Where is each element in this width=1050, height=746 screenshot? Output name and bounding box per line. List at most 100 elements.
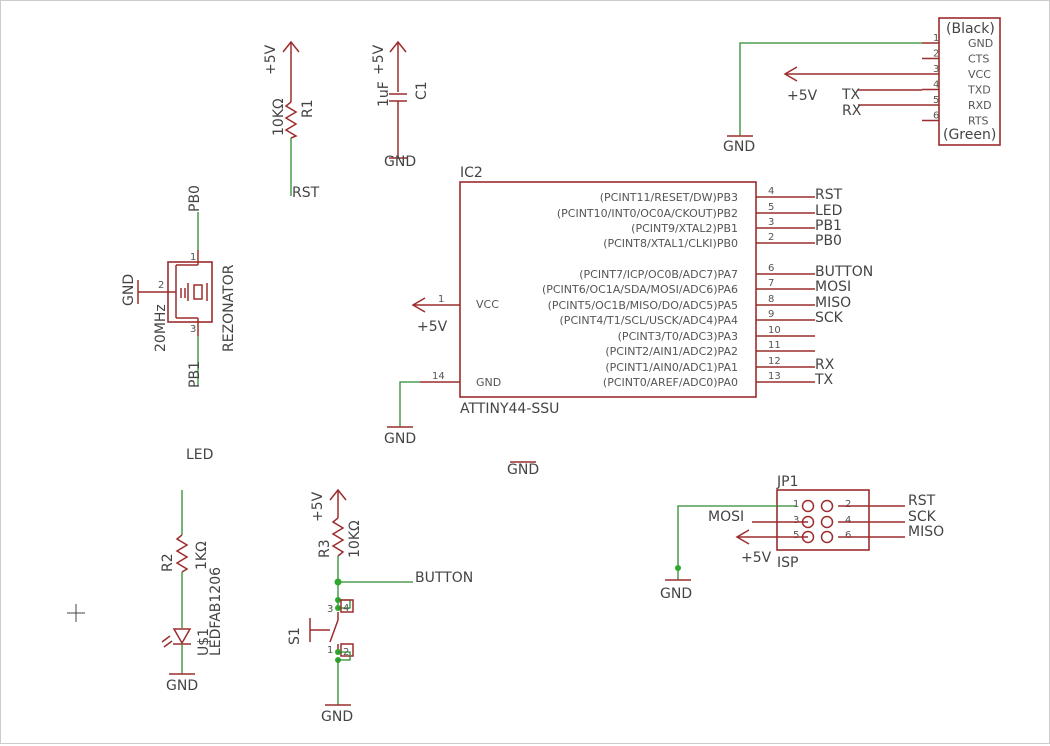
button-net-label: BUTTON (415, 570, 473, 586)
ic2-pin-label: (PCINT11/RESET/DW)PB3 (600, 191, 738, 204)
ftdi-supply: +5V (787, 88, 818, 104)
r3-value: 10KΩ (347, 520, 363, 558)
ftdi-pin-num: 4 (933, 80, 939, 91)
ic2-pin-num: 5 (768, 202, 774, 213)
s1-pin4: 4 (343, 603, 349, 614)
button-group[interactable]: +5V R3 10KΩ BUTTON 3 4 1 2 S1 GND (287, 488, 473, 725)
ic2-pin-label: (PCINT2/AIN1/ADC2)PA2 (605, 345, 738, 358)
ic2-name: IC2 (460, 165, 483, 181)
resonator-group[interactable]: PB0 GND 1 2 3 PB1 20MHz REZONATOR (121, 185, 237, 388)
ic2-pin-label: (PCINT8/XTAL1/CLKI)PB0 (603, 237, 738, 250)
jp1-miso: MISO (908, 524, 944, 540)
ftdi-pin-num: 6 (933, 111, 939, 122)
button-gnd: GND (321, 709, 353, 725)
jp1-pin-pad (820, 499, 834, 513)
jp1-pin-num: 2 (845, 499, 851, 510)
ftdi-pin-name: GND (968, 37, 993, 50)
ic2-pin-num: 11 (768, 340, 781, 351)
resonator-pin3: 3 (190, 324, 196, 335)
resonator-freq: 20MHz (153, 304, 169, 352)
ic2-pin-num: 9 (768, 309, 774, 320)
ic2-pin-num: 2 (768, 232, 774, 243)
jp1-pin-num: 1 (793, 499, 799, 510)
ftdi-tx-label: TX (841, 87, 861, 103)
ic2-pin-label: (PCINT0/AREF/ADC0)PA0 (603, 376, 738, 389)
ic2-pin-num: 10 (768, 325, 781, 336)
r1-resistor-symbol (284, 101, 298, 139)
ftdi-top-label: (Black) (946, 21, 995, 37)
resonator-bottom-net: PB1 (187, 361, 203, 388)
ic2-gnd-net: GND (384, 431, 416, 447)
ftdi-pin-num: 2 (933, 49, 939, 60)
jp1-pin-num: 4 (845, 515, 851, 526)
jp1-part: ISP (777, 555, 798, 571)
ic2-pin-net: SCK (815, 310, 844, 326)
ic2-pin-net: PB0 (815, 233, 842, 249)
ftdi-pin-num: 1 (933, 33, 939, 44)
led-part: LEDFAB1206 (208, 567, 224, 656)
ic2-supply: +5V (417, 319, 448, 335)
jp1-sck: SCK (908, 509, 937, 525)
jp1-pin-num: 5 (793, 530, 799, 541)
jp1-pin-num: 6 (845, 530, 851, 541)
s1-pin3: 3 (327, 604, 333, 615)
resonator-top-net: PB0 (187, 185, 203, 212)
r1-supply: +5V (263, 44, 279, 75)
ic2-pin-net: LED (815, 203, 842, 219)
ic2-pin-label: (PCINT6/OC1A/SDA/MOSI/ADC6)PA6 (542, 283, 738, 296)
resonator-pin2: 2 (158, 280, 164, 291)
ic2-pin-num: 4 (768, 186, 774, 197)
resonator-gnd: GND (121, 274, 137, 306)
jp1-rst: RST (908, 493, 936, 509)
r1-name: R1 (300, 99, 316, 118)
cursor-crosshair-icon (67, 604, 85, 622)
ftdi-pin-num: 5 (933, 95, 939, 106)
jp1-pin-pad (820, 515, 834, 529)
ftdi-pin-name: VCC (968, 68, 991, 81)
r3-supply: +5V (310, 491, 326, 522)
s1-pin2: 2 (343, 647, 349, 658)
ftdi-pin-name: RTS (968, 115, 989, 128)
ic2-pin-num: 6 (768, 263, 774, 274)
c1-gnd: GND (384, 154, 416, 170)
led-name: U$1 (196, 628, 212, 656)
ic2-pin-num: 8 (768, 294, 774, 305)
ic2-pin-num: 12 (768, 356, 781, 367)
ic2-pin-net: PB1 (815, 218, 842, 234)
ftdi-pin-name: TXD (967, 84, 991, 97)
jp1-pin-pad (801, 499, 815, 513)
r1-group[interactable]: +5V 10KΩ R1 RST (263, 40, 320, 201)
ic2-part: ATTINY44-SSU (460, 401, 559, 417)
ic2-gnd-pin-num: 14 (432, 371, 445, 382)
c1-name: C1 (414, 81, 430, 100)
s1-name: S1 (287, 627, 303, 645)
resonator-pin1: 1 (190, 252, 196, 263)
r1-value: 10KΩ (271, 98, 287, 136)
ftdi-rx-label: RX (842, 103, 862, 119)
jp1-pin-pad (820, 530, 834, 544)
ftdi-pin-num: 3 (933, 64, 939, 75)
jp1-mosi: MOSI (708, 509, 744, 525)
ftdi-bottom-label: (Green) (943, 127, 996, 143)
r1-net-label: RST (292, 185, 320, 201)
s1-pin1: 1 (327, 645, 333, 656)
ic2-pin-num: 7 (768, 278, 774, 289)
ic2-pin-net: BUTTON (815, 264, 873, 280)
ftdi-pin-name: RXD (968, 99, 992, 112)
c1-group[interactable]: +5V 1uF C1 GND (371, 40, 430, 170)
r2-name: R2 (160, 553, 176, 572)
jp1-pin-num: 3 (793, 515, 799, 526)
ic2-pin-net: TX (814, 372, 834, 388)
ic2-pin-net: MOSI (815, 279, 851, 295)
r3-name: R3 (317, 539, 333, 558)
ic2-pin-label: (PCINT4/T1/SCL/USCK/ADC4)PA4 (560, 314, 738, 327)
ic2-pin-label: (PCINT9/XTAL2)PB1 (631, 222, 738, 235)
led-gnd: GND (166, 678, 198, 694)
led-group[interactable]: LED R2 1KΩ U$1 LEDFAB1206 GND (160, 447, 224, 694)
ic2-pin-net: MISO (815, 295, 851, 311)
